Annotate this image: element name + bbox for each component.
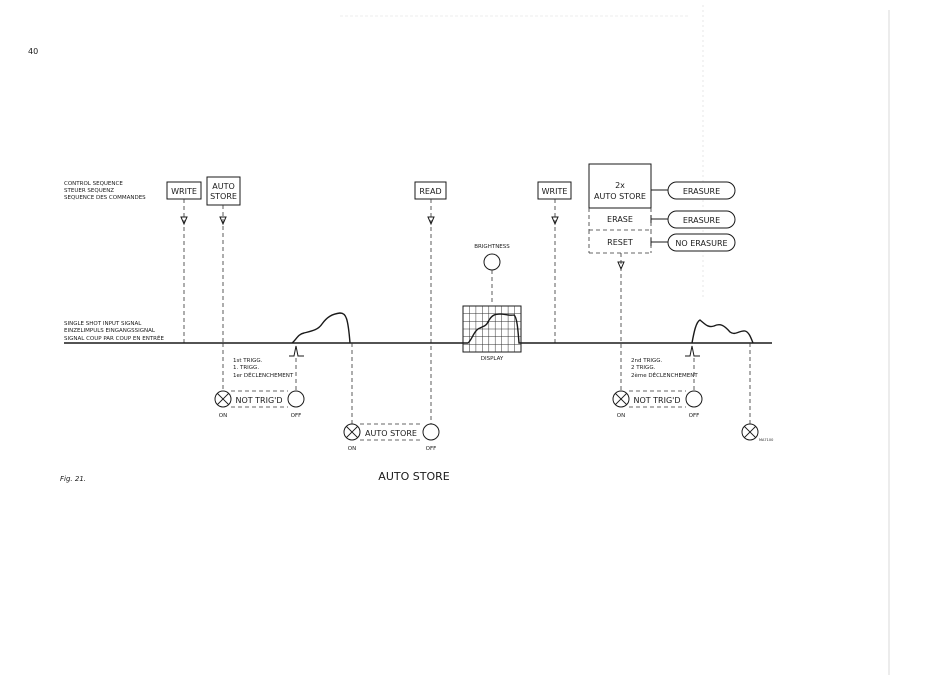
- auto-store-2x-box: 2x AUTO STORE: [588, 163, 652, 209]
- figure-label: Fig. 21.: [60, 475, 86, 483]
- write-command-text-1: WRITE: [171, 187, 197, 196]
- not-trigd-lamp-group-1: NOT TRIG'D ON OFF: [214, 390, 305, 419]
- lamp-on-label-1: ON: [219, 413, 227, 419]
- read-command-text: READ: [419, 187, 441, 196]
- auto-store-2x-line-1: 2x: [615, 181, 625, 190]
- not-trigd-lamp-group-2: NOT TRIG'D ON OFF: [612, 390, 703, 419]
- command-arrows: [180, 199, 625, 430]
- lamp-on-4-group: MA7100: [741, 423, 773, 442]
- input-signal-line-3: SIGNAL COUP PAR COUP EN ENTRÉE: [64, 334, 164, 342]
- diagram-title: AUTO STORE: [378, 470, 449, 483]
- control-sequence-label: CONTROL SEQUENCE STEUER SEQUENZ SEQUENCE…: [64, 181, 146, 201]
- not-trigd-text-2: NOT TRIG'D: [633, 396, 680, 405]
- trigger-2-text: 2nd TRIGG. 2 TRIGG. 2ème DÉCLENCHEMENT: [631, 358, 698, 379]
- lamp-off-label-1: OFF: [291, 413, 302, 419]
- auto-store-lamp-text: AUTO STORE: [365, 429, 417, 438]
- trigger-pulse-2: [685, 345, 700, 357]
- input-signal-trace: [64, 312, 772, 344]
- reset-box: RESET: [588, 230, 652, 254]
- brightness-label: BRIGHTNESS: [474, 244, 510, 250]
- control-sequence-line-2: STEUER SEQUENZ: [64, 188, 114, 194]
- lamp-on-label-2: ON: [348, 446, 356, 452]
- not-trigd-text-1: NOT TRIG'D: [235, 396, 282, 405]
- trigger-2-line-3: 2ème DÉCLENCHEMENT: [631, 371, 698, 379]
- write-command-text-2: WRITE: [542, 187, 568, 196]
- write-command-box-1: WRITE: [166, 181, 202, 200]
- control-sequence-line-3: SEQUENCE DES COMMANDES: [64, 195, 146, 201]
- trigger-2-line-1: 2nd TRIGG.: [631, 358, 663, 364]
- read-command-box: READ: [414, 181, 447, 200]
- trigger-1-text: 1st TRIGG. 1. TRIGG. 1er DÉCLENCHEMENT: [233, 358, 294, 379]
- brightness-lamp: [483, 253, 501, 271]
- no-erasure-result: NO ERASURE: [667, 233, 736, 252]
- trigger-1-line-2: 1. TRIGG.: [233, 365, 259, 371]
- trigger-1-line-1: 1st TRIGG.: [233, 358, 263, 364]
- write-command-box-2: WRITE: [537, 181, 572, 200]
- erasure-result-text-2: ERASURE: [683, 216, 720, 225]
- erase-box: ERASE: [588, 208, 652, 231]
- display-label: DISPLAY: [481, 356, 504, 362]
- no-erasure-result-text: NO ERASURE: [675, 239, 727, 248]
- control-sequence-line-1: CONTROL SEQUENCE: [64, 181, 123, 187]
- erase-text: ERASE: [607, 215, 633, 224]
- lamp-off-label-2: OFF: [426, 446, 437, 452]
- lamp-on-label-3: ON: [617, 413, 625, 419]
- trigger-1-line-3: 1er DÉCLENCHEMENT: [233, 371, 294, 379]
- input-signal-line-1: SINGLE SHOT INPUT SIGNAL: [64, 321, 142, 327]
- lamp-off-label-3: OFF: [689, 413, 700, 419]
- trigger-2-line-2: 2 TRIGG.: [631, 365, 656, 371]
- erasure-result-2: ERASURE: [667, 210, 736, 229]
- lamp-off-3: [685, 390, 703, 408]
- auto-store-2x-line-2: AUTO STORE: [594, 192, 646, 201]
- auto-store-command-box: AUTO STORE: [206, 176, 241, 206]
- reset-text: RESET: [607, 238, 633, 247]
- erasure-result-1: ERASURE: [667, 181, 736, 200]
- auto-store-command-line-2: STORE: [210, 192, 237, 201]
- lamp-off-2: [422, 423, 440, 441]
- erasure-result-text-1: ERASURE: [683, 187, 720, 196]
- lamp-off-1: [287, 390, 305, 408]
- crt-display: [462, 305, 522, 353]
- trigger-pulse-1: [289, 345, 304, 357]
- auto-store-lamp-group: AUTO STORE ON OFF: [343, 423, 440, 452]
- input-signal-line-2: EINZELIMPULS EINGANGSSIGNAL: [64, 328, 156, 334]
- reference-code: MA7100: [759, 438, 773, 442]
- auto-store-command-line-1: AUTO: [212, 182, 235, 191]
- input-signal-label: SINGLE SHOT INPUT SIGNAL EINZELIMPULS EI…: [64, 321, 164, 342]
- page-number: 40: [28, 47, 38, 56]
